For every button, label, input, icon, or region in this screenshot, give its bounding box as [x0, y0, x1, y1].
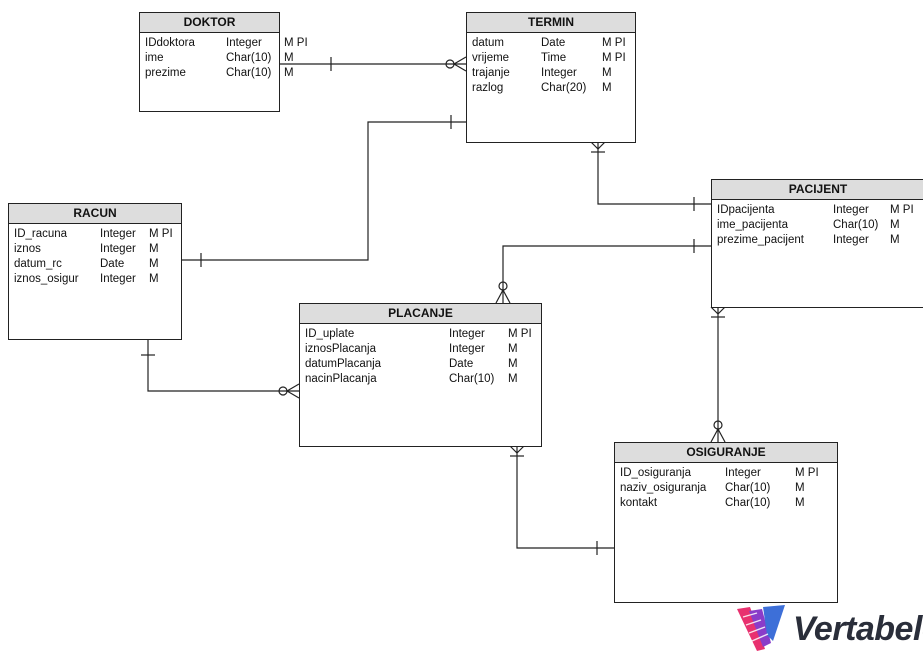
attribute-list: ID_uplate Integer M PI iznosPlacanja Int…: [300, 324, 541, 386]
attribute-type: Time: [541, 52, 567, 64]
attribute-type: Char(20): [541, 82, 587, 94]
attribute-flags: M: [508, 373, 518, 385]
attribute-type: Integer: [833, 234, 869, 246]
attribute-flags: M PI: [149, 228, 173, 240]
entity-doktor[interactable]: DOKTOR IDdoktora Integer M PI ime Char(1…: [139, 12, 308, 112]
attribute-flags: M: [149, 243, 159, 255]
attribute-flags: M: [602, 82, 612, 94]
attribute-flags: M: [284, 67, 294, 79]
attribute-name: ime_pacijenta: [717, 219, 788, 231]
attribute-type: Char(10): [725, 482, 771, 494]
vertabelo-logo: Vertabelo: [735, 604, 923, 654]
entity-title: TERMIN: [467, 13, 635, 33]
attribute-type: Integer: [100, 228, 136, 240]
attribute-type: Char(10): [226, 67, 272, 79]
attribute-name: ime: [145, 52, 164, 64]
link-termin-racun: [181, 115, 466, 267]
attribute-flags: M: [795, 482, 805, 494]
entity-placanje[interactable]: PLACANJE ID_uplate Integer M PI iznosPla…: [299, 303, 542, 447]
entity-title: PLACANJE: [300, 304, 541, 324]
attribute-flags: M PI: [602, 52, 626, 64]
attribute-flags: M: [890, 219, 900, 231]
attribute-name: naziv_osiguranja: [620, 482, 707, 494]
attribute-type: Integer: [725, 467, 761, 479]
attribute-flags: M: [795, 497, 805, 509]
attribute-type: Date: [100, 258, 125, 270]
entity-title: OSIGURANJE: [615, 443, 837, 463]
attribute-name: datum_rc: [14, 258, 62, 270]
attribute-name: ID_uplate: [305, 328, 355, 340]
attribute-type: Char(10): [226, 52, 272, 64]
attribute-name: nacinPlacanja: [305, 373, 377, 385]
attribute-list: ID_osiguranja Integer M PI naziv_osigura…: [615, 463, 837, 510]
attribute-type: Date: [541, 37, 566, 49]
entity-termin[interactable]: TERMIN datum Date M PI vrijeme Time M PI…: [466, 12, 636, 143]
attribute-flags: M: [149, 273, 159, 285]
link-doktor-termin: [279, 56, 467, 72]
attribute-flags: M PI: [284, 37, 308, 49]
attribute-flags: M PI: [602, 37, 626, 49]
attribute-name: iznos_osigur: [14, 273, 79, 285]
entity-title: DOKTOR: [140, 13, 279, 33]
entity-pacijent[interactable]: PACIJENT IDpacijenta Integer M PI ime_pa…: [711, 179, 923, 308]
attribute-name: IDpacijenta: [717, 204, 775, 216]
attribute-name: kontakt: [620, 497, 658, 509]
attribute-name: ID_osiguranja: [620, 467, 691, 479]
attribute-list: datum Date M PI vrijeme Time M PI trajan…: [467, 33, 635, 95]
attribute-flags: M PI: [508, 328, 532, 340]
attribute-name: datum: [472, 37, 504, 49]
entity-title: PACIJENT: [712, 180, 923, 200]
attribute-name: datumPlacanja: [305, 358, 382, 370]
attribute-type: Integer: [541, 67, 577, 79]
attribute-type: Date: [449, 358, 474, 370]
attribute-name: prezime_pacijent: [717, 234, 804, 246]
attribute-flags: M: [508, 358, 518, 370]
attribute-flags: M: [602, 67, 612, 79]
attribute-flags: M PI: [795, 467, 819, 479]
attribute-list: IDdoktora Integer M PI ime Char(10) M pr…: [140, 33, 308, 80]
attribute-flags: M: [284, 52, 294, 64]
vertabelo-logo-text: Vertabelo: [793, 609, 923, 648]
entity-title: RACUN: [9, 204, 181, 224]
attribute-flags: M: [508, 343, 518, 355]
attribute-type: Integer: [100, 243, 136, 255]
attribute-flags: M: [890, 234, 900, 246]
attribute-type: Integer: [449, 343, 485, 355]
attribute-type: Integer: [833, 204, 869, 216]
attribute-name: trajanje: [472, 67, 510, 79]
entity-racun[interactable]: RACUN ID_racuna Integer M PI iznos Integ…: [8, 203, 182, 340]
entity-osiguranje[interactable]: OSIGURANJE ID_osiguranja Integer M PI na…: [614, 442, 838, 603]
attribute-type: Char(10): [833, 219, 879, 231]
attribute-name: prezime: [145, 67, 186, 79]
attribute-list: IDpacijenta Integer M PI ime_pacijenta C…: [712, 200, 923, 247]
link-placanje-osiguranje: [509, 445, 614, 555]
attribute-flags: M: [149, 258, 159, 270]
attribute-type: Char(10): [449, 373, 495, 385]
attribute-name: vrijeme: [472, 52, 510, 64]
vertabelo-logo-icon: [737, 605, 785, 651]
attribute-name: razlog: [472, 82, 504, 94]
attribute-flags: M PI: [890, 204, 914, 216]
attribute-type: Integer: [100, 273, 136, 285]
attribute-name: iznosPlacanja: [305, 343, 376, 355]
attribute-name: IDdoktora: [145, 37, 195, 49]
link-pacijent-osiguranje: [710, 306, 726, 443]
attribute-type: Char(10): [725, 497, 771, 509]
attribute-name: ID_racuna: [14, 228, 68, 240]
link-racun-placanje: [141, 339, 300, 399]
attribute-type: Integer: [226, 37, 262, 49]
attribute-type: Integer: [449, 328, 485, 340]
link-termin-pacijent: [590, 141, 711, 211]
attribute-list: ID_racuna Integer M PI iznos Integer M d…: [9, 224, 181, 286]
attribute-name: iznos: [14, 243, 41, 255]
link-pacijent-placanje: [495, 239, 711, 304]
